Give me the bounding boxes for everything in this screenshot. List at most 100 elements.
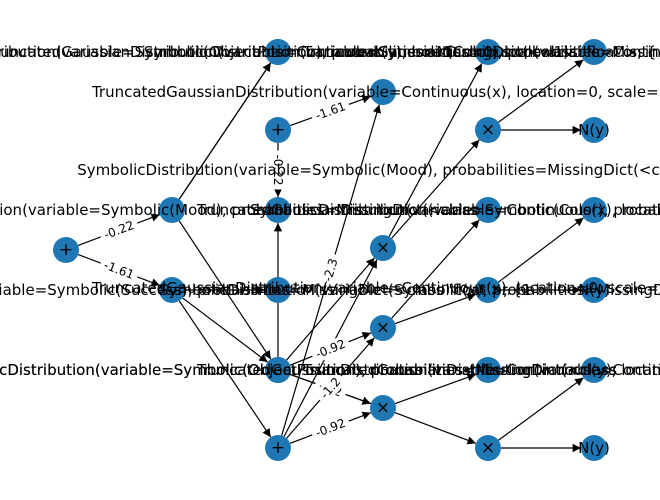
node-distribution-label: TruncatedGaussianDistribution(variable=C…	[196, 361, 660, 379]
node-b1	[159, 277, 185, 303]
node-sum2: +	[265, 435, 291, 461]
node-circle	[370, 315, 396, 341]
node-circle	[265, 435, 291, 461]
edge-mid1-to-p1	[286, 257, 375, 361]
edge-weight-background	[309, 96, 352, 126]
node-mid2	[370, 79, 396, 105]
node-operator-symbol: ×	[376, 398, 390, 418]
node-r5	[581, 357, 607, 383]
node-operator-symbol: ×	[481, 438, 495, 458]
edge-weight-background	[313, 370, 348, 406]
node-circle	[265, 117, 291, 143]
node-operator-symbol: +	[271, 120, 285, 140]
node-distribution-label: TruncatedGaussianDistribution(variable=C…	[91, 83, 660, 101]
edge-p2-to-q4	[395, 293, 476, 325]
node-distribution-label: SymbolicDistribution(variable=Symbolic(M…	[0, 201, 478, 219]
node-circle	[370, 79, 396, 105]
node-circle	[475, 39, 501, 65]
edge-q2-to-r1	[498, 59, 584, 123]
node-operator-symbol: +	[271, 438, 285, 458]
node-sum1: +	[265, 117, 291, 143]
edge-p1-to-q1	[388, 63, 483, 237]
node-circle	[159, 197, 185, 223]
node-circle	[581, 197, 607, 223]
node-operator-symbol: ×	[481, 120, 495, 140]
edge-weight-background	[309, 334, 352, 364]
node-p1: ×	[370, 235, 396, 261]
node-p3: ×	[370, 395, 396, 421]
node-circle	[265, 39, 291, 65]
node-circle	[475, 435, 501, 461]
node-distribution-label: TruncatedGaussianDistribution(variable=C…	[302, 43, 660, 61]
edge-p1-to-q2	[391, 139, 480, 239]
edge-q4-to-r3	[498, 217, 584, 283]
node-operator-symbol: ×	[376, 318, 390, 338]
node-circle	[53, 237, 79, 263]
node-distribution-label: TruncatedGaussianDistribution(variable=C…	[196, 201, 660, 219]
node-operator-symbol: ×	[376, 238, 390, 258]
node-q1	[475, 39, 501, 65]
node-circle	[475, 357, 501, 383]
node-distribution-label: TruncatedGaussianDistribution(variable=C…	[0, 43, 569, 61]
node-low2	[265, 277, 291, 303]
edge-weight-text: -0.22	[271, 154, 285, 185]
edge-p2-to-q3	[391, 219, 480, 319]
node-operator-symbol: +	[59, 240, 73, 260]
node-circle	[475, 197, 501, 223]
node-distribution-label: SymbolicDistribution(variable=Symbolic(O…	[0, 361, 617, 379]
edge-weight-background	[318, 252, 343, 288]
node-distribution-label: SymbolicDistribution(variable=Symbolic(O…	[0, 43, 656, 61]
node-circle	[475, 117, 501, 143]
node-circle	[581, 277, 607, 303]
nodes-layer: + + + × × × × ×	[53, 39, 607, 461]
edge-p3-to-q6	[394, 412, 477, 445]
node-distribution-label: N(y)	[578, 281, 610, 299]
node-circle	[265, 277, 291, 303]
node-p2: ×	[370, 315, 396, 341]
node-distribution-label: SymbolicDistribution(variable=Symbolic(C…	[250, 201, 660, 219]
edge-weight-background	[97, 215, 141, 245]
edge-p3-to-q5	[395, 373, 476, 405]
node-q2: ×	[475, 117, 501, 143]
edge-weight-background	[309, 413, 352, 443]
node-r2	[581, 117, 607, 143]
node-distribution-label: SymbolicDistribution(variable=Symbolic(x…	[159, 281, 660, 299]
node-circle	[159, 277, 185, 303]
node-r4	[581, 277, 607, 303]
node-distribution-label: N(y)	[578, 121, 610, 139]
node-low1	[265, 357, 291, 383]
node-circle	[581, 435, 607, 461]
edge-b1-to-low1	[182, 297, 268, 363]
edge-weight-label: -0.92	[309, 334, 352, 364]
edge-weight-background	[97, 255, 141, 285]
node-a2	[265, 197, 291, 223]
edge-weight-background	[270, 150, 286, 190]
node-distribution-label: SymbolicDistribution(variable=Symbolic(M…	[77, 161, 660, 179]
node-circle	[581, 39, 607, 65]
node-r3	[581, 197, 607, 223]
node-distribution-label: N(y)	[578, 439, 610, 457]
node-distribution-label: SymbolicDistribution(variable=Symbolic(C…	[144, 43, 660, 61]
node-q5	[475, 357, 501, 383]
edge-weight-label: -0.22	[270, 150, 286, 190]
edge-weight-label: -0.22	[97, 215, 141, 245]
node-circle	[265, 357, 291, 383]
edge-weight-text: -2.3	[320, 257, 340, 283]
node-circle	[370, 235, 396, 261]
node-distribution-label: TruncatedGaussianDistribution(variable=C…	[302, 361, 660, 379]
node-circle	[581, 117, 607, 143]
node-r6	[581, 435, 607, 461]
edge-a1-to-top2	[178, 62, 272, 200]
node-distribution-label: SymbolicDistribution(variable=Symbolic(S…	[0, 281, 531, 299]
node-circle	[370, 395, 396, 421]
node-circle	[265, 197, 291, 223]
node-q3	[475, 197, 501, 223]
node-root: +	[53, 237, 79, 263]
node-circle	[475, 277, 501, 303]
node-a1	[159, 197, 185, 223]
node-distribution-label: SymbolicDistribution(variable=Symbolic(O…	[0, 361, 617, 379]
node-distribution-label: TruncatedGaussianDistribution(variable=C…	[91, 279, 660, 297]
node-circle	[581, 357, 607, 383]
edge-q6-to-r5	[498, 377, 584, 441]
node-top2	[265, 39, 291, 65]
